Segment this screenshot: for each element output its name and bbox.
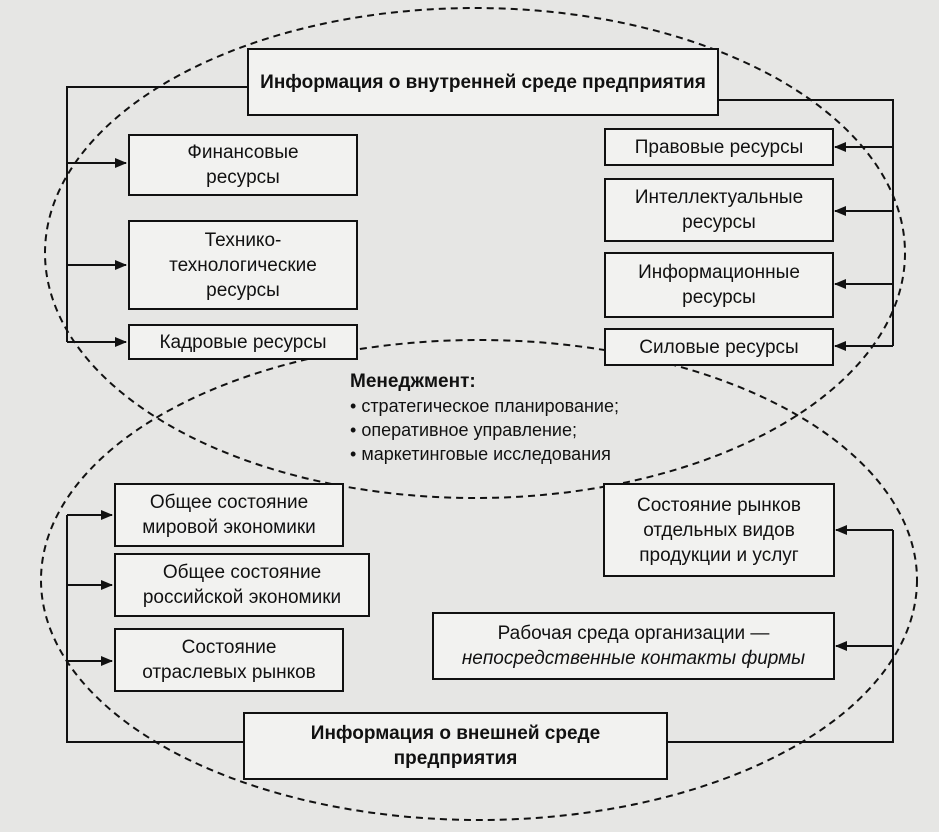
intellectual-resources-label: Интеллектуальные ресурсы	[634, 187, 804, 233]
power-resources-label: Силовые ресурсы	[639, 336, 799, 358]
internal-info-title: Информация о внутренней среде предприяти…	[260, 71, 706, 93]
external-left-connector	[66, 515, 243, 743]
finance-resources-label: Финансовые ресурсы	[187, 142, 299, 188]
external-environment-ellipse	[40, 339, 918, 821]
russian-economy-label: Общее состояние российской экономики	[142, 562, 342, 608]
product-markets-box: Состояние рынков отдельных видов продукц…	[603, 483, 835, 577]
internal-environment-ellipse	[44, 7, 906, 499]
work-environment-box: Рабочая среда организации — непосредстве…	[432, 612, 835, 680]
management-item-strategic: стратегическое планирование;	[350, 394, 710, 418]
work-environment-line1: Рабочая среда организации —	[497, 623, 770, 644]
tech-resources-box: Технико-технологические ресурсы	[128, 220, 358, 310]
tech-resources-label: Технико-технологические ресурсы	[169, 229, 317, 301]
information-resources-box: Информационные ресурсы	[604, 252, 834, 318]
work-environment-line2: непосредственные контакты фирмы	[461, 648, 806, 669]
finance-resources-box: Финансовые ресурсы	[128, 134, 358, 196]
world-economy-box: Общее состояние мировой экономики	[114, 483, 344, 547]
management-item-operational: оперативное управление;	[350, 418, 710, 442]
power-resources-box: Силовые ресурсы	[604, 328, 834, 366]
industry-markets-box: Состояние отраслевых рынков	[114, 628, 344, 692]
hr-resources-box: Кадровые ресурсы	[128, 324, 358, 360]
management-block: Менеджмент: стратегическое планирование;…	[350, 370, 710, 466]
management-title: Менеджмент:	[350, 371, 476, 392]
internal-left-connector	[66, 86, 247, 342]
management-item-marketing: маркетинговые исследования	[350, 442, 710, 466]
hr-resources-label: Кадровые ресурсы	[159, 331, 327, 353]
internal-right-connector	[718, 99, 894, 346]
intellectual-resources-box: Интеллектуальные ресурсы	[604, 178, 834, 242]
management-list: стратегическое планирование; оперативное…	[350, 394, 710, 466]
product-markets-label: Состояние рынков отдельных видов продукц…	[637, 494, 801, 566]
world-economy-label: Общее состояние мировой экономики	[142, 492, 316, 538]
russian-economy-box: Общее состояние российской экономики	[114, 553, 370, 617]
external-right-connector	[667, 530, 894, 743]
information-resources-label: Информационные ресурсы	[638, 262, 800, 308]
external-info-box: Информация о внешней среде предприятия	[243, 712, 668, 780]
internal-info-box: Информация о внутренней среде предприяти…	[247, 48, 719, 116]
legal-resources-label: Правовые ресурсы	[634, 136, 804, 158]
legal-resources-box: Правовые ресурсы	[604, 128, 834, 166]
industry-markets-label: Состояние отраслевых рынков	[142, 637, 316, 683]
external-info-title: Информация о внешней среде предприятия	[310, 723, 601, 769]
